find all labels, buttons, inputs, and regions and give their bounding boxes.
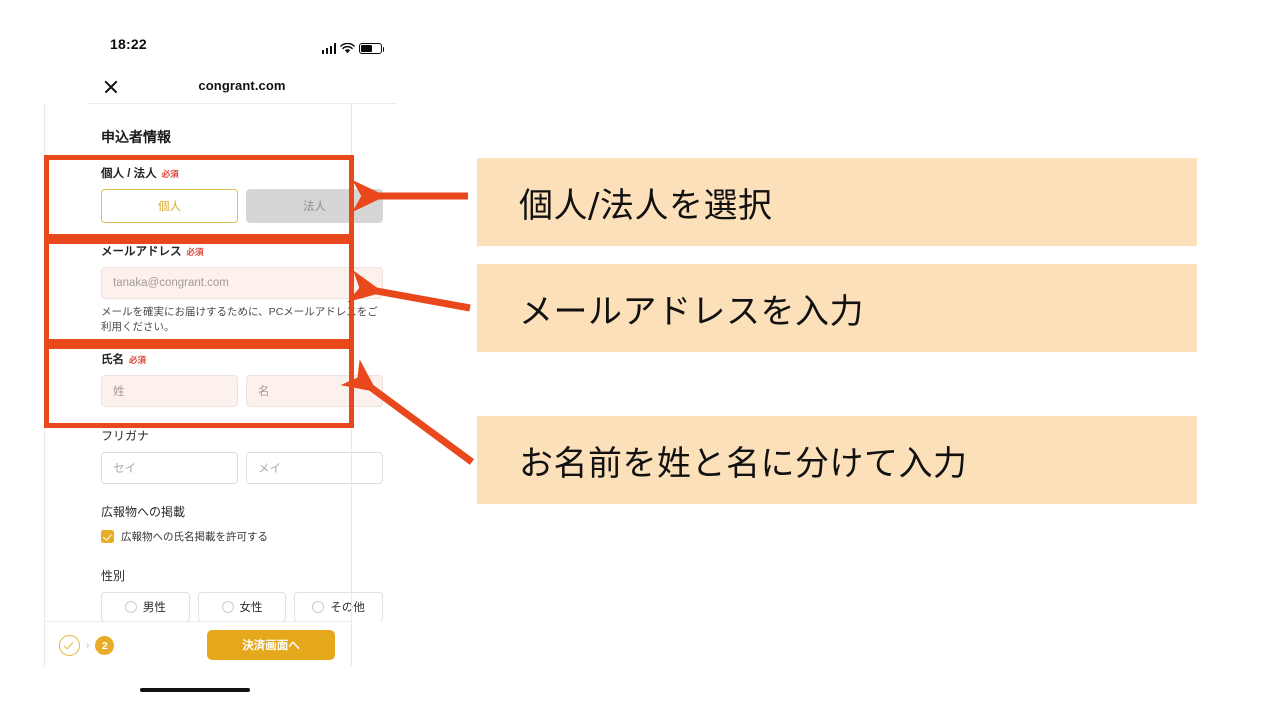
section-entity-type: 個人 / 法人 必須 個人 法人 [101, 165, 383, 223]
gender-option-female[interactable]: 女性 [197, 592, 287, 621]
section-email: メールアドレス 必須 tanaka@congrant.com メールを確実にお届… [101, 243, 383, 335]
gender-radio-group: 男性 女性 その他 [101, 592, 384, 621]
furigana-inputs: セイ メイ [101, 452, 383, 484]
checkbox-checked-icon[interactable] [101, 530, 114, 543]
required-badge: 必須 [186, 247, 204, 257]
email-input[interactable]: tanaka@congrant.com [101, 267, 383, 299]
status-bar: 18:22 [88, 36, 396, 60]
last-name-input[interactable]: 姓 [101, 375, 238, 407]
entity-type-label-text: 個人 / 法人 [101, 168, 157, 180]
gender-label: 性別 [101, 569, 126, 583]
entity-type-option-corporate[interactable]: 法人 [246, 189, 383, 223]
full-name-label-text: 氏名 [101, 354, 124, 366]
required-badge: 必須 [129, 355, 147, 365]
callout-entity-type: 個人/法人を選択 [477, 158, 1197, 246]
full-name-inputs: 姓 名 [101, 375, 383, 407]
status-bar-icons [321, 39, 385, 54]
full-name-label: 氏名 必須 [101, 351, 383, 367]
furigana-label: フリガナ [101, 429, 150, 443]
publicity-checkbox-row[interactable]: 広報物への氏名掲載を許可する [101, 529, 383, 544]
required-badge: 必須 [161, 169, 179, 179]
entity-type-toggle-group: 個人 法人 [101, 189, 383, 223]
status-bar-time: 18:22 [110, 36, 147, 52]
first-kana-input[interactable]: メイ [246, 452, 383, 484]
gender-option-other-label: その他 [330, 602, 365, 614]
first-name-input[interactable]: 名 [246, 375, 383, 407]
page-title: 申込者情報 [101, 129, 171, 145]
section-full-name: 氏名 必須 姓 名 [101, 351, 383, 407]
email-label-text: メールアドレス [101, 246, 182, 258]
radio-unchecked-icon [312, 601, 325, 613]
submit-button[interactable]: 決済画面へ [207, 630, 335, 660]
entity-type-option-individual[interactable]: 個人 [101, 189, 238, 223]
step-current-badge: 2 [95, 636, 115, 655]
gender-option-male[interactable]: 男性 [101, 592, 190, 621]
email-hint: メールを確実にお届けするために、PCメールアドレスをご利用ください。 [101, 306, 378, 334]
phone-screenshot-panel: 18:22 congrant.com 申込者情報 個人 / 法人 必須 [44, 0, 396, 720]
entity-type-label: 個人 / 法人 必須 [101, 165, 383, 181]
publicity-label: 広報物への掲載 [101, 505, 186, 519]
radio-unchecked-icon [124, 601, 137, 613]
signal-bars-icon [321, 43, 336, 54]
section-publicity: 広報物への掲載 広報物への氏名掲載を許可する [101, 503, 383, 544]
wifi-icon [340, 43, 355, 54]
check-circle-icon [59, 635, 80, 656]
callout-full-name: お名前を姓と名に分けて入力 [477, 416, 1197, 504]
gender-option-other[interactable]: その他 [294, 592, 384, 621]
form-page-body: 申込者情報 個人 / 法人 必須 個人 法人 メールアドレス 必須 tanaka… [89, 105, 395, 621]
section-gender: 性別 男性 女性 その他 [101, 567, 384, 621]
section-furigana: フリガナ セイ メイ [101, 427, 383, 484]
callout-email: メールアドレスを入力 [477, 264, 1197, 352]
step-indicator: › 2 [59, 635, 115, 656]
publicity-checkbox-label: 広報物への氏名掲載を許可する [121, 531, 268, 543]
home-indicator [140, 688, 250, 692]
gender-option-female-label: 女性 [239, 602, 263, 614]
bottom-action-bar: › 2 決済画面へ [45, 621, 351, 666]
last-kana-input[interactable]: セイ [101, 452, 238, 484]
browser-top-bar: congrant.com [88, 72, 396, 104]
email-label: メールアドレス 必須 [101, 243, 383, 259]
radio-unchecked-icon [221, 601, 234, 613]
gender-option-male-label: 男性 [142, 602, 166, 614]
battery-icon [359, 43, 385, 54]
step-separator: › [86, 640, 90, 651]
site-title: congrant.com [198, 78, 286, 93]
